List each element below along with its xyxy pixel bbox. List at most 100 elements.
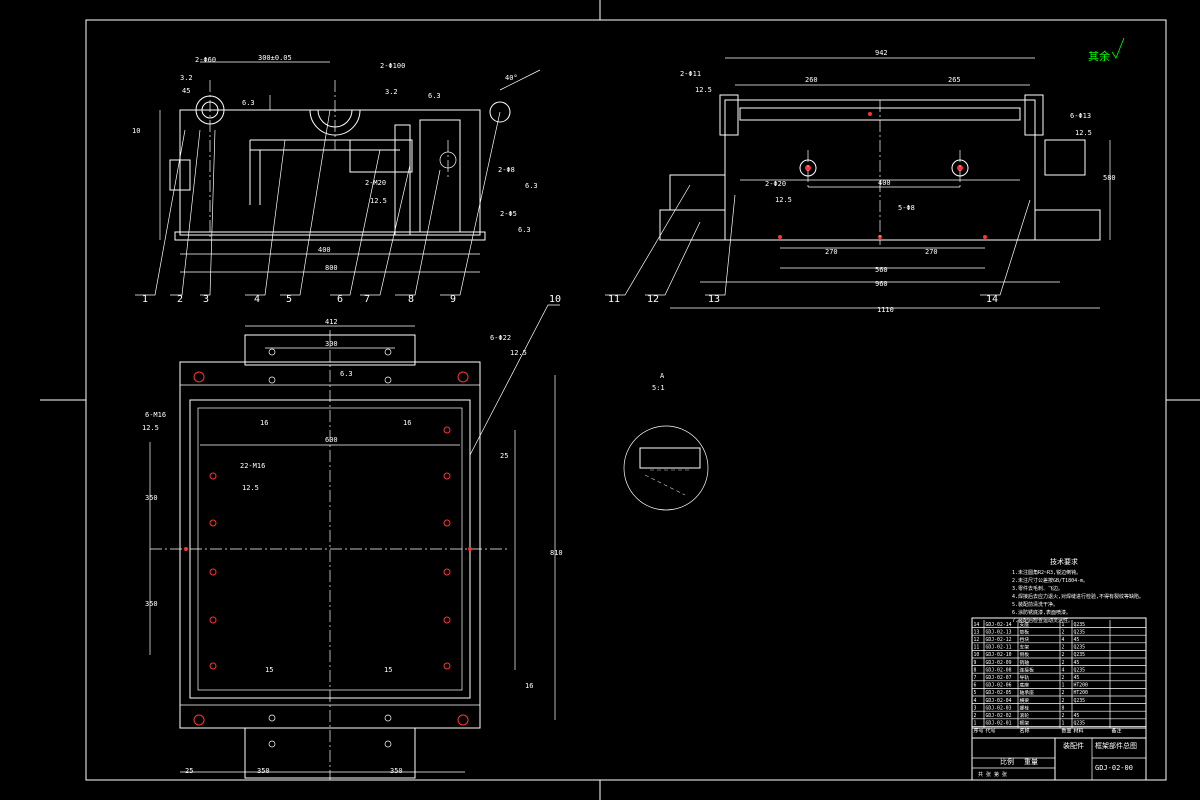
svg-text:3: 3 — [203, 294, 209, 305]
svg-text:800: 800 — [325, 264, 338, 272]
parts-cell: 2 — [1062, 652, 1065, 658]
parts-cell: GDJ-02-01 — [986, 721, 1012, 727]
svg-text:2-Φ100: 2-Φ100 — [380, 62, 405, 70]
parts-cell: Q235 — [1074, 667, 1086, 673]
front-view: 300±0.05 2-Φ100 3.2 45 6.3 10 2-Φ60 3.2 … — [132, 54, 541, 273]
parts-cell: 5 — [974, 690, 977, 696]
parts-cell: Q235 — [1074, 645, 1086, 651]
parts-cell: 支座 — [1020, 621, 1030, 628]
svg-text:560: 560 — [875, 266, 888, 274]
svg-text:10: 10 — [132, 127, 140, 135]
svg-text:6.3: 6.3 — [428, 92, 441, 100]
parts-cell: Q235 — [1074, 721, 1086, 727]
svg-text:25: 25 — [500, 452, 508, 460]
svg-text:300: 300 — [325, 340, 338, 348]
parts-cell: GDJ-02-04 — [986, 698, 1012, 704]
svg-text:270: 270 — [925, 248, 938, 256]
parts-cell: GDJ-02-10 — [986, 652, 1012, 658]
svg-text:7: 7 — [364, 294, 370, 305]
svg-text:3.零件去毛刺、飞边。: 3.零件去毛刺、飞边。 — [1012, 585, 1063, 592]
section-detail-a: A 5:1 — [623, 372, 709, 511]
svg-text:45: 45 — [182, 87, 190, 95]
parts-cell: 1 — [1062, 683, 1065, 689]
parts-cell: 45 — [1074, 675, 1080, 681]
parts-header-cell: 备注 — [1112, 727, 1122, 734]
svg-text:10: 10 — [549, 294, 561, 305]
parts-cell: 2 — [1062, 660, 1065, 666]
svg-text:12.5: 12.5 — [142, 424, 159, 432]
plan-view-balloons: 10 — [469, 294, 561, 456]
svg-text:A: A — [660, 372, 665, 380]
parts-cell: HT200 — [1074, 690, 1089, 696]
parts-cell: 2 — [1062, 698, 1065, 704]
parts-cell: GDJ-02-06 — [986, 683, 1012, 689]
parts-cell: 7 — [974, 675, 977, 681]
svg-text:15: 15 — [265, 666, 273, 674]
svg-text:412: 412 — [325, 318, 338, 326]
svg-text:重量: 重量 — [1024, 758, 1038, 766]
svg-text:942: 942 — [875, 49, 888, 57]
parts-cell: 1 — [974, 721, 977, 727]
surface-finish-mark: 其余 — [1088, 37, 1125, 63]
parts-cell: 12 — [974, 637, 980, 643]
technical-notes: 技术要求 1.未注圆角R2~R3,锐边倒钝。 2.未注尺寸公差按GB/T1804… — [1012, 557, 1144, 624]
svg-text:260: 260 — [805, 76, 818, 84]
svg-text:6-Φ13: 6-Φ13 — [1070, 112, 1091, 120]
svg-text:16: 16 — [525, 682, 533, 690]
parts-cell: 2 — [974, 713, 977, 719]
svg-text:300±0.05: 300±0.05 — [258, 54, 292, 62]
parts-cell: 2 — [1062, 713, 1065, 719]
svg-text:400: 400 — [318, 246, 331, 254]
parts-cell: 2 — [1062, 645, 1065, 651]
parts-cell: Q235 — [1074, 652, 1086, 658]
parts-header-cell: 序号 — [974, 727, 984, 734]
parts-cell: 底座 — [1020, 682, 1030, 689]
svg-text:600: 600 — [325, 436, 338, 444]
svg-text:4.焊接后去应力退火,对焊缝进行检验,不得有裂纹等缺陷。: 4.焊接后去应力退火,对焊缝进行检验,不得有裂纹等缺陷。 — [1012, 593, 1144, 600]
parts-cell: 导轨 — [1020, 674, 1030, 681]
svg-text:共 张 第 张: 共 张 第 张 — [978, 771, 1007, 778]
svg-text:比例: 比例 — [1000, 757, 1014, 766]
svg-text:12.5: 12.5 — [242, 484, 259, 492]
parts-cell: 9 — [974, 660, 977, 666]
svg-text:12.5: 12.5 — [1075, 129, 1092, 137]
svg-text:6.3: 6.3 — [340, 370, 353, 378]
parts-cell: GDJ-02-11 — [986, 645, 1012, 651]
parts-cell: 6 — [974, 683, 977, 689]
svg-text:40°: 40° — [505, 74, 518, 82]
parts-cell: 13 — [974, 629, 980, 635]
parts-header-cell: 数量 — [1062, 727, 1072, 734]
parts-cell: GDJ-02-02 — [986, 713, 1012, 719]
svg-text:3.2: 3.2 — [385, 88, 398, 96]
parts-cell: 4 — [1062, 667, 1065, 673]
svg-text:1.未注圆角R2~R3,锐边倒钝。: 1.未注圆角R2~R3,锐边倒钝。 — [1012, 569, 1081, 576]
parts-cell: 2 — [1062, 675, 1065, 681]
svg-text:2: 2 — [177, 294, 183, 305]
svg-text:2-Φ60: 2-Φ60 — [195, 56, 216, 64]
parts-cell: 横梁 — [1020, 697, 1030, 704]
plan-view: 412 300 6-Φ22 12.5 6.3 6-M16 12.5 16 16 … — [142, 318, 563, 780]
parts-cell: 连接板 — [1020, 666, 1035, 673]
svg-text:5-Φ8: 5-Φ8 — [898, 204, 915, 212]
parts-cell: 轴承座 — [1020, 689, 1035, 696]
parts-cell: GDJ-02-13 — [986, 629, 1012, 635]
svg-text:1: 1 — [142, 294, 148, 305]
svg-text:12: 12 — [647, 294, 659, 305]
parts-cell: 螺栓 — [1020, 704, 1030, 711]
parts-cell: 8 — [1062, 705, 1065, 711]
svg-text:16: 16 — [403, 419, 411, 427]
side-view-balloons: 11 12 13 14 — [605, 184, 1031, 305]
svg-text:6.涂防锈底漆,表面喷漆。: 6.涂防锈底漆,表面喷漆。 — [1012, 609, 1071, 616]
parts-header-cell: 代号 — [986, 727, 996, 734]
svg-text:5:1: 5:1 — [652, 384, 665, 392]
parts-cell: Q235 — [1074, 622, 1086, 628]
parts-cell: 45 — [1074, 660, 1080, 666]
svg-text:6-Φ22: 6-Φ22 — [490, 334, 511, 342]
svg-text:6.3: 6.3 — [525, 182, 538, 190]
svg-text:6.3: 6.3 — [518, 226, 531, 234]
parts-cell: 销轴 — [1020, 659, 1030, 666]
svg-text:2-M20: 2-M20 — [365, 179, 386, 187]
parts-header-cell: 名称 — [1020, 727, 1030, 734]
